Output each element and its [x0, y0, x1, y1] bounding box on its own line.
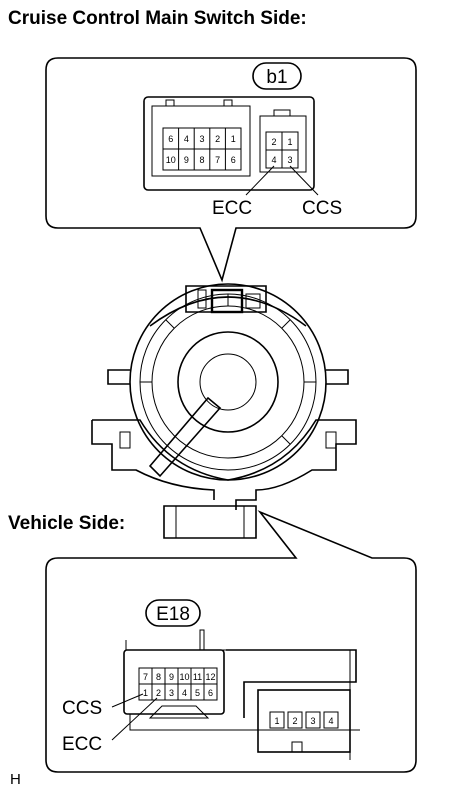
b1-pin: 4	[271, 155, 276, 165]
E18-code: E18	[156, 604, 190, 625]
b1-ecc-label: ECC	[212, 198, 252, 219]
b1-large-pin-block: 6 4 3 2 1 10 9 8 7 6	[162, 127, 242, 171]
E18-pin: 7	[143, 672, 148, 682]
E18-side-pin-block: 1 2 3 4	[269, 711, 339, 729]
b1-pin: 10	[166, 155, 176, 165]
E18-pin: 11	[193, 672, 202, 682]
b1-pin: 2	[271, 137, 276, 147]
E18-pin: 1	[143, 688, 148, 698]
E18-connector	[123, 629, 360, 760]
E18-side-pin: 1	[274, 716, 279, 726]
b1-small-pin-block: 2 1 4 3	[265, 131, 299, 169]
b1-ccs-label: CCS	[302, 198, 342, 219]
E18-pin: 4	[182, 688, 187, 698]
E18-pin: 5	[195, 688, 200, 698]
top-heading: Cruise Control Main Switch Side:	[8, 8, 307, 29]
bottom-heading: Vehicle Side:	[8, 513, 125, 534]
E18-code-badge: E18	[145, 599, 201, 627]
E18-pin: 8	[156, 672, 161, 682]
E18-pin: 3	[169, 688, 174, 698]
b1-pin: 6	[168, 134, 173, 144]
b1-pin: 2	[215, 134, 220, 144]
E18-ccs-label: CCS	[62, 698, 102, 719]
E18-pin: 10	[179, 672, 189, 682]
E18-pin: 6	[208, 688, 213, 698]
b1-pin: 1	[231, 134, 236, 144]
b1-pin: 8	[199, 155, 204, 165]
b1-pin: 9	[184, 155, 189, 165]
b1-code: b1	[266, 67, 287, 88]
E18-pin-grid: 7 8 9 10 11 12 1 2 3 4 5 6	[138, 667, 218, 701]
b1-connector	[143, 96, 315, 191]
b1-pin: 4	[184, 134, 189, 144]
corner-mark: H	[10, 771, 21, 788]
E18-side-pin: 3	[310, 716, 315, 726]
E18-ecc-label: ECC	[62, 734, 102, 755]
b1-pin: 7	[215, 155, 220, 165]
b1-pin: 3	[199, 134, 204, 144]
E18-pin: 2	[156, 688, 161, 698]
b1-callout	[45, 57, 417, 283]
b1-code-badge: b1	[252, 62, 302, 90]
b1-pin: 6	[231, 155, 236, 165]
spiral-cable-body	[91, 283, 357, 539]
E18-callout	[45, 510, 417, 773]
b1-pin: 1	[287, 137, 292, 147]
E18-pin: 12	[205, 672, 215, 682]
E18-pin: 9	[169, 672, 174, 682]
b1-pin: 3	[287, 155, 292, 165]
E18-side-pin: 4	[328, 716, 333, 726]
E18-side-pin: 2	[292, 716, 297, 726]
